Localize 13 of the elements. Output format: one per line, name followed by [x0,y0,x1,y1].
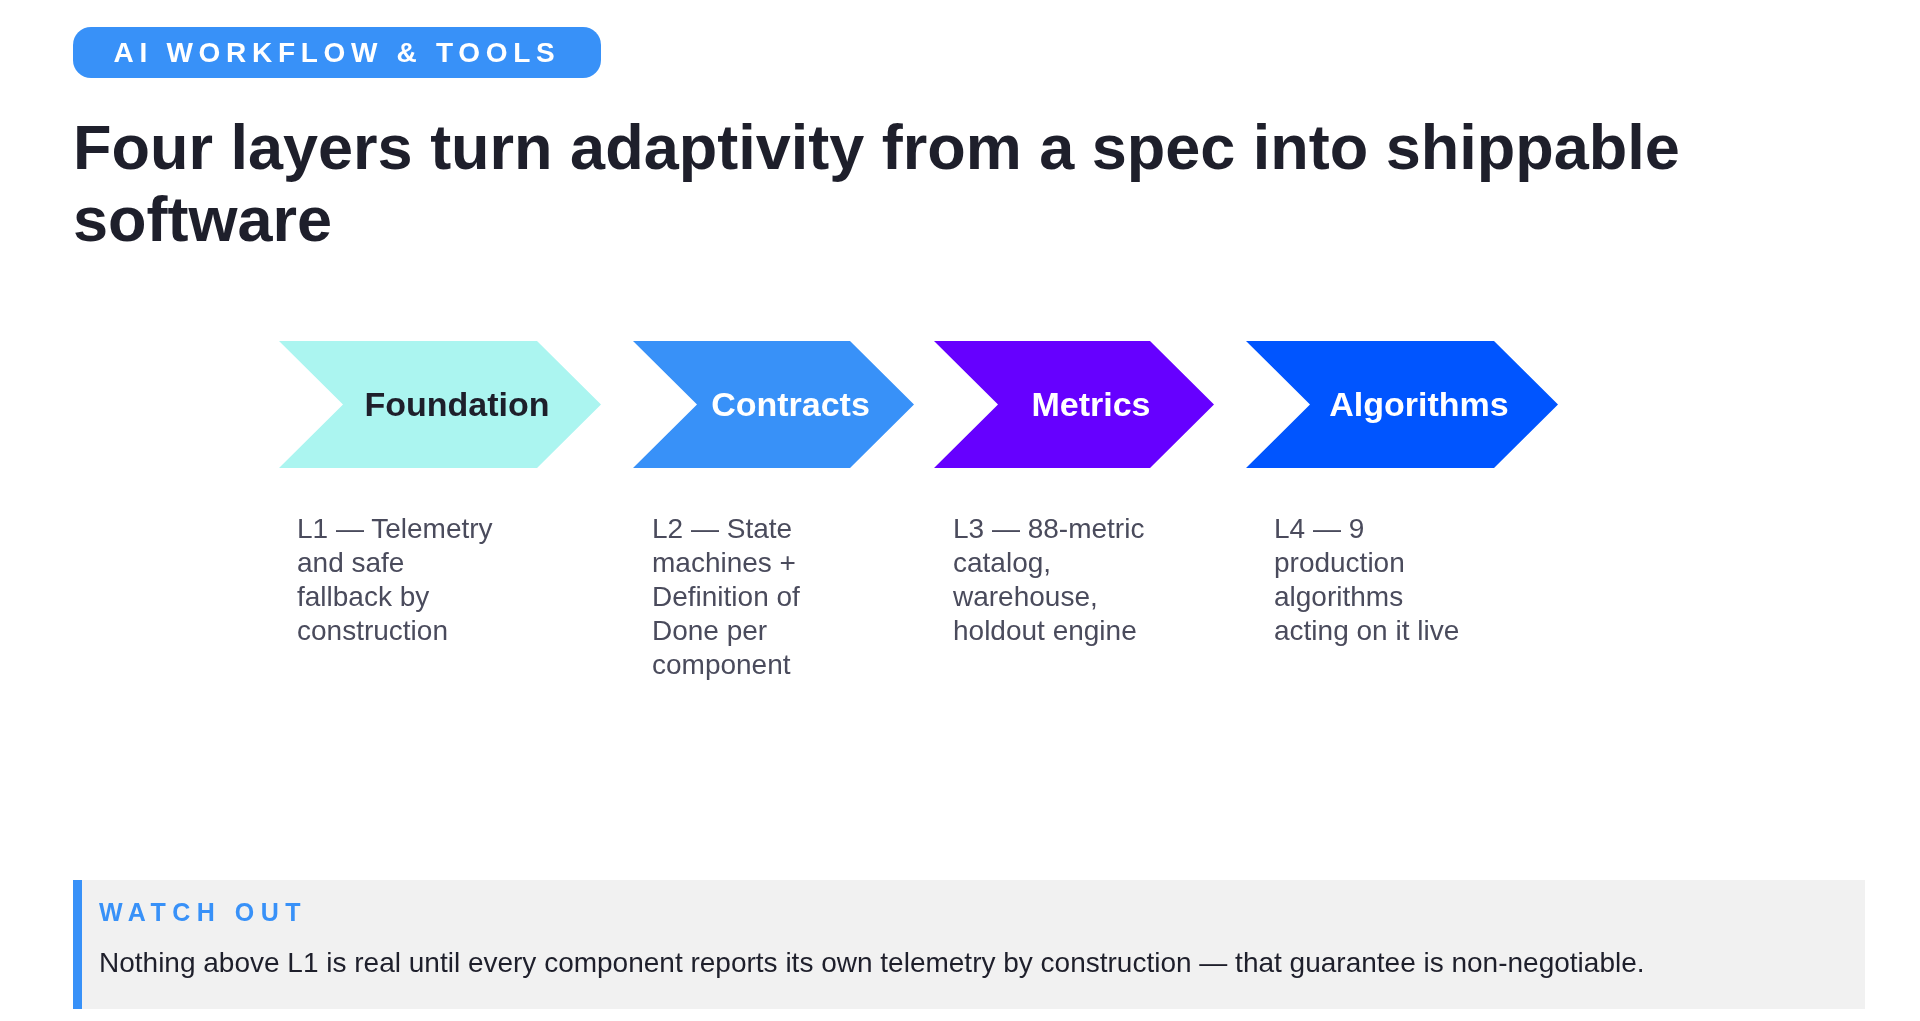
callout-text: Nothing above L1 is real until every component reports its own telemetry by construction — that guarantee is non-negotiable. [99,946,1645,980]
step-description: L1 — Telemetry and safe fallback by construction [297,512,494,648]
callout-heading: WATCH OUT [99,897,307,927]
slide-title: Four layers turn adaptivity from a spec into shippable software [73,111,1681,255]
step-label: Metrics [1031,385,1151,424]
step-label: Contracts [711,385,870,424]
category-tag: AI WORKFLOW & TOOLS [73,27,601,78]
step-label: Algorithms [1329,385,1509,424]
step-description: L3 — 88-metric catalog, warehouse, holdout engine [953,512,1146,648]
step-description: L4 — 9 production algorithms acting on it live [1274,512,1461,648]
step-description: L2 — State machines + Definition of Done per component [652,512,801,682]
callout-box [73,880,1865,1009]
step-label: Foundation [364,385,550,424]
